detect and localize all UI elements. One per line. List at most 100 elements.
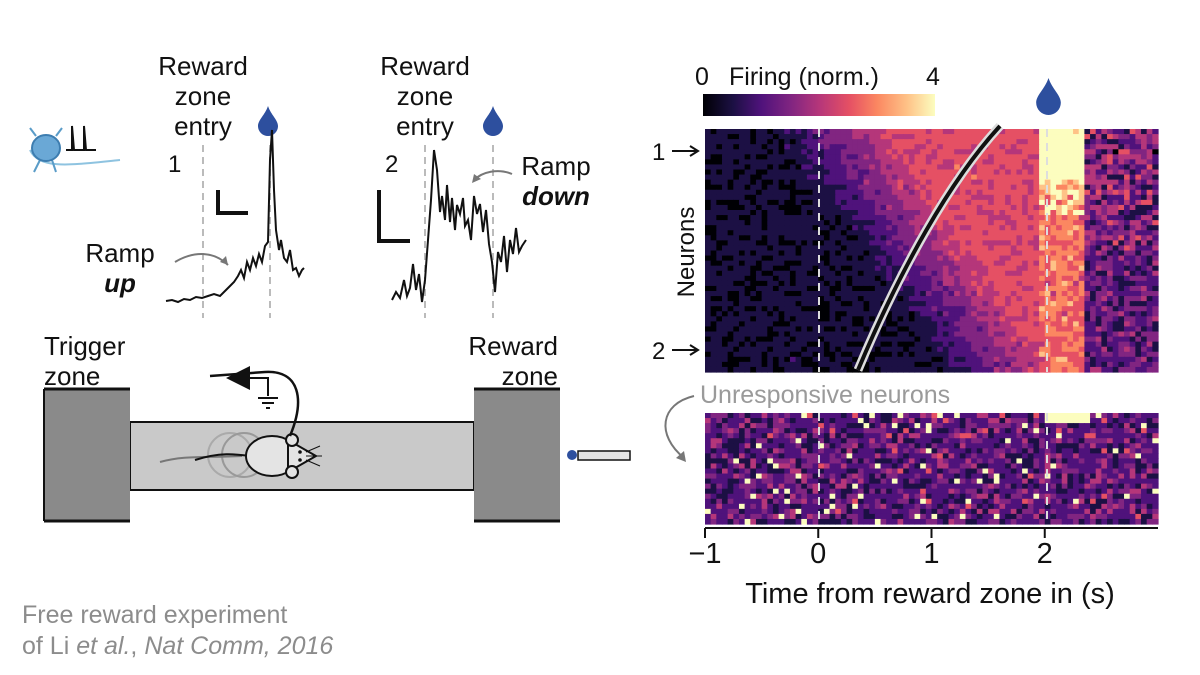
heatmap-cell	[1056, 199, 1063, 206]
heatmap-cell	[738, 255, 746, 262]
heatmap-cell	[829, 280, 836, 287]
heatmap-cell	[959, 428, 967, 434]
heatmap-cell	[823, 336, 831, 343]
heatmap-cell	[767, 448, 774, 454]
heatmap-cell	[1135, 159, 1142, 166]
heatmap-cell	[721, 341, 729, 348]
heatmap-cell	[1067, 438, 1074, 444]
heatmap-cell	[959, 154, 967, 160]
heatmap-cell	[1005, 179, 1012, 186]
heatmap-cell	[767, 129, 774, 135]
heatmap-cell	[914, 453, 921, 460]
heatmap-cell	[1112, 341, 1119, 348]
heatmap-cell	[1101, 311, 1108, 317]
heatmap-cell	[1095, 235, 1102, 241]
heatmap-cell	[1056, 159, 1063, 166]
heatmap-cell	[1061, 366, 1068, 373]
heatmap-cell	[891, 154, 899, 160]
heatmap-cell	[1033, 291, 1040, 297]
heatmap-cell	[835, 230, 842, 236]
heatmap-cell	[1010, 174, 1018, 181]
electrode-icon	[209, 366, 300, 437]
heatmap-cell	[1095, 245, 1102, 252]
heatmap-cell	[710, 356, 717, 363]
heatmap-cell	[1078, 458, 1085, 465]
heatmap-cell	[801, 255, 808, 262]
heatmap-cell	[948, 260, 955, 267]
heatmap-cell	[1084, 270, 1091, 277]
heatmap-cell	[999, 134, 1006, 140]
heatmap-cell	[716, 139, 723, 145]
heatmap-cell	[1095, 285, 1102, 292]
heatmap-cell	[954, 458, 961, 465]
heatmap-cell	[1129, 199, 1136, 206]
heatmap-cell	[761, 291, 768, 297]
heatmap-cell	[1095, 149, 1102, 155]
heatmap-cell	[733, 154, 740, 160]
heatmap-cell	[1044, 260, 1052, 267]
heatmap-cell	[920, 356, 927, 363]
heatmap-cell	[1027, 433, 1035, 439]
heatmap-cell	[750, 448, 757, 454]
heatmap-cell	[920, 250, 927, 257]
heatmap-cell	[1107, 291, 1114, 297]
heatmap-cell	[880, 184, 887, 191]
heatmap-cell	[789, 194, 797, 201]
heatmap-cell	[993, 341, 1001, 348]
heatmap-cell	[823, 453, 831, 460]
heatmap-cell	[965, 423, 972, 429]
heatmap-cell	[925, 356, 933, 363]
heatmap-cell	[903, 245, 910, 252]
heatmap-cell	[1112, 361, 1119, 368]
heatmap-cell	[761, 164, 768, 171]
heatmap-cell	[835, 189, 842, 196]
heatmap-cell	[993, 428, 1001, 434]
heatmap-cell	[903, 326, 910, 333]
heatmap-cell	[874, 366, 882, 373]
heatmap-cell	[976, 336, 984, 343]
heatmap-cell	[1124, 255, 1131, 262]
heatmap-cell	[1078, 199, 1085, 206]
heatmap-cell	[1033, 366, 1040, 373]
heatmap-cell	[993, 316, 1001, 322]
heatmap-cell	[1090, 154, 1097, 160]
heatmap-cell	[772, 184, 780, 191]
heatmap-cell	[840, 336, 848, 343]
heatmap-cell	[1141, 210, 1148, 216]
heatmap-cell	[1152, 356, 1159, 363]
heatmap-cell	[761, 245, 768, 252]
heatmap-cell	[1152, 159, 1159, 166]
heatmap-cell	[1112, 311, 1119, 317]
heatmap-cell	[1061, 179, 1068, 186]
heatmap-cell	[755, 361, 763, 368]
heatmap-cell	[1146, 265, 1153, 272]
heatmap-cell	[1152, 265, 1159, 272]
heatmap-cell	[1033, 346, 1040, 353]
heatmap-cell	[846, 260, 853, 267]
heatmap-cell	[716, 154, 723, 160]
heatmap-cell	[965, 285, 972, 292]
heatmap-cell	[772, 194, 780, 201]
heatmap-cell	[988, 275, 995, 282]
heatmap-cell	[1056, 468, 1063, 475]
heatmap-cell	[812, 149, 819, 155]
heatmap-cell	[789, 418, 797, 424]
heatmap-cell	[1090, 149, 1097, 155]
heatmap-cell	[1118, 301, 1125, 307]
heatmap-cell	[1141, 296, 1148, 302]
heatmap-cell	[1124, 220, 1131, 226]
heatmap-cell	[920, 260, 927, 267]
heatmap-cell	[1073, 291, 1080, 297]
heatmap-cell	[982, 280, 989, 287]
heatmap-cell	[1112, 428, 1119, 434]
heatmap-cell	[1135, 149, 1142, 155]
heatmap-cell	[1005, 260, 1012, 267]
heatmap-cell	[750, 235, 757, 241]
heatmap-cell	[835, 194, 842, 201]
heatmap-cell	[914, 433, 921, 439]
heatmap-cell	[1067, 189, 1074, 196]
heatmap-cell	[1022, 159, 1029, 166]
heatmap-cell	[835, 463, 842, 470]
heatmap-cell	[886, 225, 893, 231]
heatmap-cell	[874, 250, 882, 257]
